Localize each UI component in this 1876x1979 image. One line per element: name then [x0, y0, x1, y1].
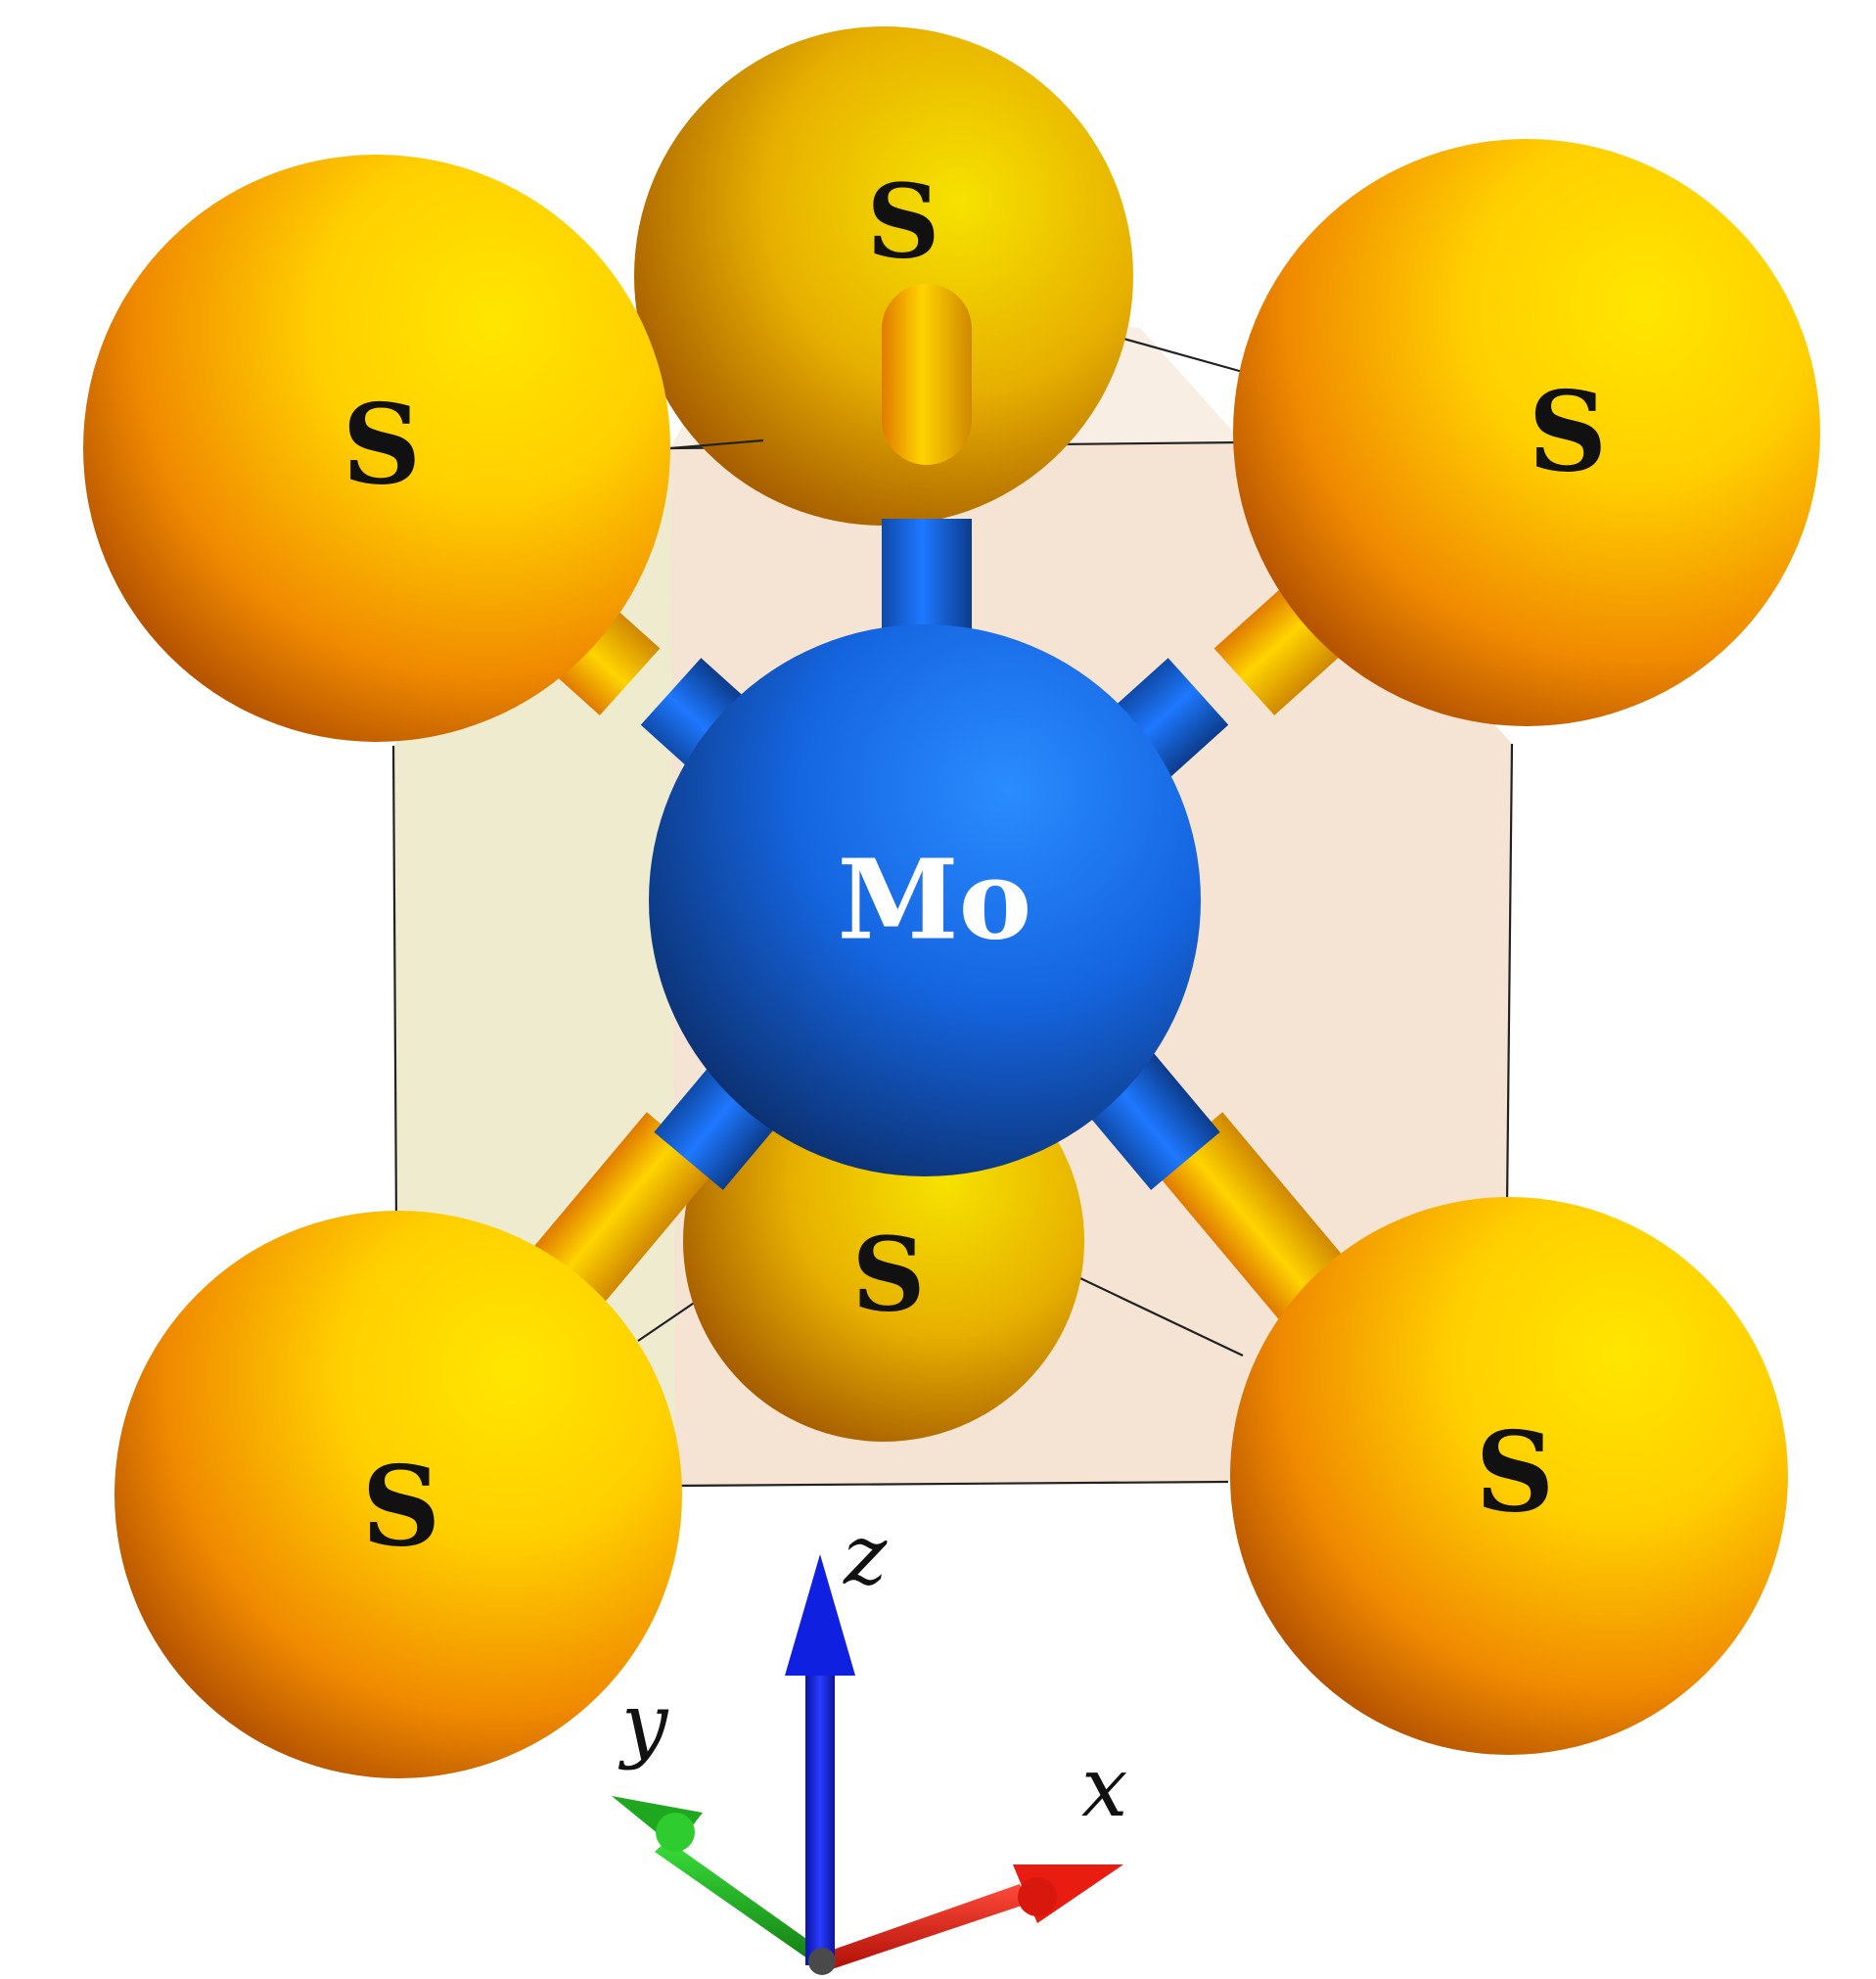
atom-labels: S S S Mo S S S [343, 161, 1608, 1572]
sulfur-atom-lower-right [1230, 1197, 1788, 1755]
label-sulfur-back-bottom: S [851, 1215, 925, 1335]
label-sulfur-upper-right: S [1529, 369, 1608, 497]
label-molybdenum: Mo [838, 837, 1032, 965]
sulfur-atom-back-top [634, 26, 1133, 526]
x-axis-arrow [822, 1864, 1123, 1969]
axis-label-y: y [618, 1676, 669, 1772]
axis-label-z: z [843, 1507, 888, 1603]
label-sulfur-upper-left: S [343, 382, 422, 510]
molybdenum-atom [649, 624, 1201, 1176]
cell-edges-front [669, 438, 764, 450]
z-axis-arrow [785, 1554, 855, 1965]
sulfur-atom-lower-left [114, 1211, 682, 1778]
label-sulfur-lower-right: S [1476, 1409, 1555, 1538]
axes-origin [808, 1948, 836, 1975]
axis-labels: z y x [618, 1507, 1127, 1835]
sulfur-atom-upper-left [83, 155, 670, 742]
label-sulfur-back-top: S [866, 161, 939, 282]
label-sulfur-lower-left: S [362, 1444, 441, 1572]
sulfur-atom-upper-right [1233, 139, 1820, 726]
axes-triad [612, 1554, 1123, 1975]
axis-label-x: x [1081, 1739, 1127, 1835]
y-axis-arrow [612, 1796, 830, 1965]
